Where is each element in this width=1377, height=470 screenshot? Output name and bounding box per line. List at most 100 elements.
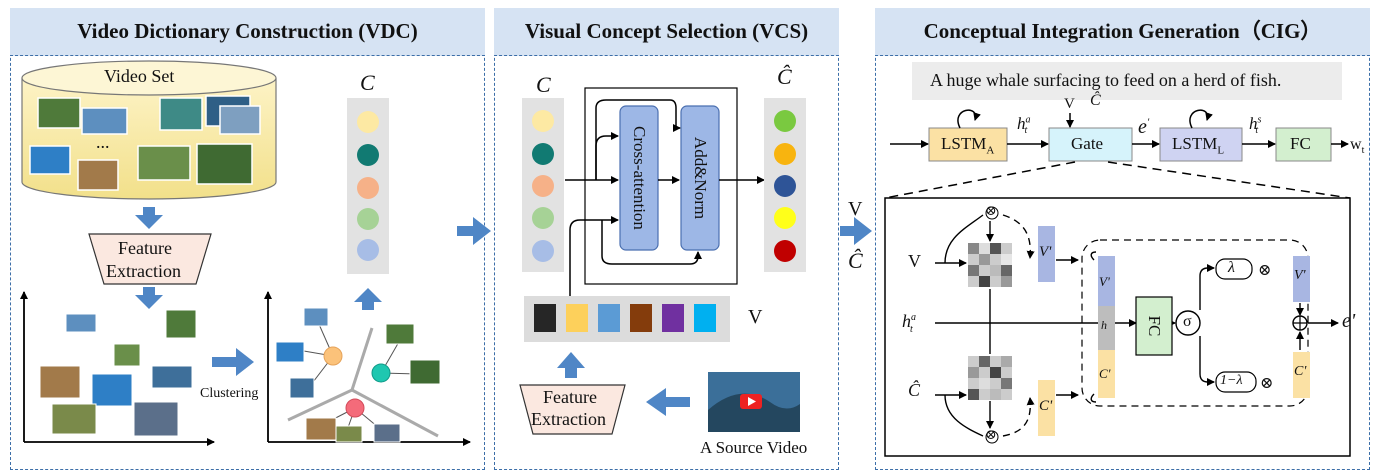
- c-prime-bar-left: [1038, 380, 1055, 436]
- v-prime-right-label: V': [1294, 268, 1306, 283]
- top-otimes-circle: [985, 206, 999, 220]
- one-minus-lambda-box: [1215, 371, 1257, 393]
- cig-flow-arrows: [890, 109, 1349, 148]
- vdc-panel-title: Video Dictionary Construction (VDC): [10, 8, 485, 56]
- add-norm-block: [680, 105, 720, 251]
- concat-c-prime: [1098, 350, 1115, 398]
- h-a-subscript: t: [1024, 125, 1028, 137]
- detail-h-subscript: t: [910, 323, 913, 335]
- sigma-circle: [1175, 310, 1201, 336]
- clustering-label: Clustering: [200, 386, 259, 401]
- video-set-ellipsis: ...: [96, 132, 110, 152]
- bottom-otimes-circle: [985, 430, 999, 444]
- concat-v-prime: [1098, 256, 1115, 306]
- bottom-otimes-label: ⊗: [985, 428, 997, 443]
- vcs-v-cell-6: [694, 304, 716, 332]
- w-output-label: wt: [1350, 136, 1365, 157]
- vcs-v-label: V: [748, 306, 763, 328]
- vcs-c-3: [532, 175, 554, 197]
- vcs-c-5: [532, 240, 554, 262]
- source-video-label: A Source Video: [700, 438, 808, 457]
- vcs-panel-title: Visual Concept Selection (VCS): [494, 8, 839, 56]
- cluster-boundaries: [287, 327, 439, 438]
- concat-c-prime-label: C': [1099, 366, 1111, 381]
- add-norm-label: Add&Norm: [691, 136, 710, 220]
- vcs-c-hat-4: [774, 207, 796, 229]
- lstm-a-label: LSTMA: [941, 134, 995, 157]
- c-prime-left-label: C': [1039, 398, 1053, 414]
- detail-fc-block: [1135, 296, 1173, 356]
- detail-c-hat-input: Ĉ: [908, 380, 921, 400]
- clustering-arrow: [212, 348, 254, 376]
- gate-inner-dashed-box: [1081, 239, 1309, 407]
- sigma-label: σ: [1183, 313, 1192, 330]
- cross-attention-label: Cross-attention: [630, 126, 649, 230]
- concat-v-prime-label: V': [1099, 274, 1110, 289]
- between-c-hat-label: Ĉ: [848, 248, 863, 273]
- vdc-feature-extraction-shape: [88, 233, 212, 285]
- vdc-concept-2: [357, 144, 379, 166]
- vdc-up-arrow: [354, 288, 382, 310]
- w-subscript: t: [1361, 145, 1365, 157]
- vdc-to-vcs-arrow: [457, 217, 491, 245]
- h-s-label: hst: [1249, 114, 1262, 137]
- lambda-box: [1215, 258, 1253, 280]
- v-prime-left-label: V': [1039, 244, 1052, 260]
- cross-attention-block: [619, 105, 659, 251]
- lstm-a-subscript: A: [986, 144, 995, 157]
- vcs-c-4: [532, 207, 554, 229]
- h-a-label: hat: [1017, 114, 1031, 137]
- vcs-connections: [565, 99, 765, 296]
- lambda-label: λ: [1228, 259, 1235, 276]
- vcs-feature-label-2: Extraction: [531, 409, 606, 429]
- gate-c-hat-input-label: Ĉ: [1090, 92, 1101, 109]
- vdc-arrow-2: [135, 287, 163, 309]
- cluster-center-red: [345, 398, 365, 418]
- vcs-to-cig-arrow: [840, 217, 872, 245]
- vcs-v-cell-4: [630, 304, 652, 332]
- c-prime-right-label: C': [1294, 364, 1307, 379]
- e-prime-mark: ': [1146, 116, 1150, 129]
- e-prime-label: e': [1138, 116, 1150, 138]
- vcs-v-cell-3: [598, 304, 620, 332]
- concat-h: [1098, 306, 1115, 350]
- v-prime-bar-left: [1038, 226, 1055, 282]
- top-otimes-label: ⊗: [985, 204, 997, 219]
- source-video-arrow: [646, 388, 690, 416]
- vdc-concept-5: [357, 239, 379, 261]
- h-a-superscript: a: [1025, 114, 1031, 126]
- between-v-label: V: [848, 198, 863, 220]
- fc-block: [1275, 127, 1332, 162]
- lstm-l-block: [1159, 127, 1243, 162]
- vcs-up-arrow: [557, 352, 585, 378]
- vdc-concept-3: [357, 177, 379, 199]
- vdc-dictionary-label: C: [360, 70, 375, 95]
- fc-label: FC: [1290, 134, 1311, 153]
- attention-matrix-bottom: [968, 356, 1012, 400]
- concat-h-label: h: [1101, 318, 1107, 332]
- concat-brace: [1090, 251, 1097, 403]
- h-s-subscript: t: [1255, 125, 1259, 137]
- vcs-v-cell-5: [662, 304, 684, 332]
- vcs-v-cell-1: [534, 304, 556, 332]
- gate-detail-box: [884, 197, 1351, 457]
- vdc-arrow-1: [135, 207, 163, 229]
- vcs-c-hat-5: [774, 240, 796, 262]
- vcs-c-2: [532, 143, 554, 165]
- gate-label: Gate: [1071, 134, 1104, 153]
- one-minus-lambda-label: 1−λ: [1220, 373, 1243, 388]
- vdc-concept-4: [357, 208, 379, 230]
- lstm-l-subscript: L: [1217, 144, 1225, 157]
- vcs-c-hat-1: [774, 110, 796, 132]
- c-prime-bar-right: [1293, 352, 1310, 398]
- vcs-feature-extraction-shape: [519, 384, 626, 435]
- attention-module-box: [584, 87, 738, 285]
- lambda-otimes-label: ⊗: [1258, 262, 1272, 279]
- vcs-c-1: [532, 110, 554, 132]
- one-minus-lambda-otimes-label: ⊗: [1260, 375, 1274, 392]
- h-s-superscript: s: [1257, 114, 1262, 126]
- vdc-concept-1: [357, 111, 379, 133]
- cluster-thumbnails: [275, 307, 441, 443]
- gate-block: [1048, 127, 1133, 162]
